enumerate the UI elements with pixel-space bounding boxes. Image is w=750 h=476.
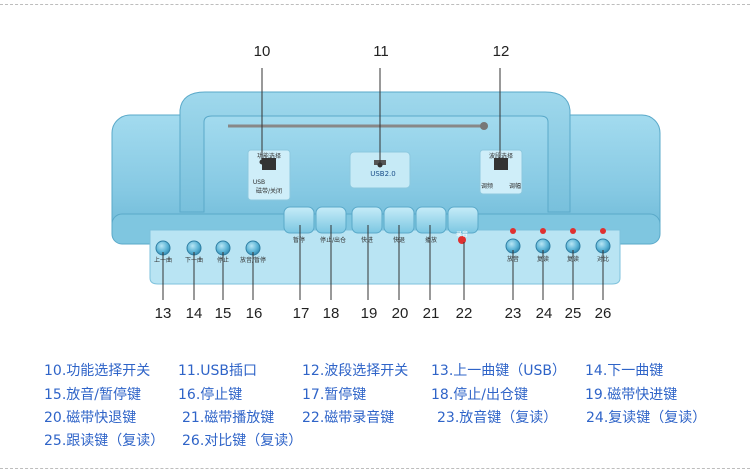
callout-number: 18 — [322, 305, 340, 322]
top-key-label: 暂停 — [293, 236, 305, 244]
legend-item: 10.功能选择开关 — [44, 363, 151, 379]
callout-number: 13 — [154, 305, 172, 322]
legend-item: 16.停止键 — [178, 387, 243, 403]
function-switch-knob — [262, 158, 276, 170]
callout-number: 20 — [391, 305, 409, 322]
top-divider — [0, 4, 750, 5]
callout-number: 10 — [253, 43, 271, 60]
key-fast-forward — [351, 206, 383, 234]
callout-number: 17 — [292, 305, 310, 322]
callout-number: 15 — [214, 305, 232, 322]
callout-number: 24 — [535, 305, 553, 322]
top-key-label: 录音 — [456, 230, 468, 238]
legend-item: 19.磁带快进键 — [585, 387, 678, 403]
band-switch-right: 调幅 — [509, 182, 521, 190]
cassette-player-drawing: 功能选择 USB 磁带/关闭 USB2.0 波段选择 调频 调幅 暂停 停止/出… — [111, 68, 661, 300]
legend-item: 25.跟读键（复读） — [44, 433, 165, 449]
callout-number: 21 — [422, 305, 440, 322]
callout-number: 25 — [564, 305, 582, 322]
function-switch-panel — [247, 149, 291, 201]
left-btn-label: 上一曲 — [154, 256, 172, 264]
top-key-label: 停止/出仓 — [320, 236, 346, 244]
legend-item: 21.磁带播放键 — [182, 410, 275, 426]
right-btn-label: 放音 — [507, 255, 519, 263]
callout-number: 11 — [373, 43, 389, 60]
left-btn-label: 停止 — [217, 256, 229, 264]
legend-item: 13.上一曲键（USB） — [431, 363, 567, 379]
right-btn-label: 复读 — [567, 255, 579, 263]
function-switch-title: 功能选择 — [257, 152, 281, 160]
carry-handle — [179, 91, 571, 213]
piano-keys — [283, 206, 479, 244]
callout-number: 16 — [245, 305, 263, 322]
legend-item: 23.放音键（复读） — [437, 410, 558, 426]
band-switch-panel — [479, 149, 523, 195]
top-key-label: 快进 — [361, 236, 373, 244]
usb-label: USB2.0 — [370, 170, 396, 178]
right-btn-label: 对比 — [597, 255, 609, 263]
legend-item: 11.USB插口 — [178, 363, 258, 379]
legend-item: 14.下一曲键 — [585, 363, 664, 379]
band-switch-left: 调频 — [481, 182, 493, 190]
callout-number: 14 — [185, 305, 203, 322]
legend-item: 26.对比键（复读） — [182, 433, 303, 449]
band-switch-title: 波段选择 — [489, 152, 513, 160]
front-panel — [149, 229, 621, 285]
key-record — [447, 206, 479, 234]
right-round-buttons — [505, 228, 611, 254]
function-switch-sub: 磁带/关闭 — [256, 187, 282, 195]
bottom-divider — [0, 468, 750, 469]
callout-number: 19 — [360, 305, 378, 322]
top-key-label: 快退 — [393, 236, 405, 244]
top-key-label: 播放 — [425, 236, 437, 244]
left-round-buttons — [155, 240, 261, 256]
legend-item: 22.磁带录音键 — [302, 410, 395, 426]
callout-number: 23 — [504, 305, 522, 322]
legend-item: 24.复读键（复读） — [586, 410, 707, 426]
left-btn-label: 下一曲 — [185, 256, 203, 264]
key-play — [415, 206, 447, 234]
legend-item: 15.放音/暂停键 — [44, 387, 141, 403]
callout-number: 26 — [594, 305, 612, 322]
legend-item: 18.停止/出仓键 — [431, 387, 528, 403]
left-btn-label: 放音/暂停 — [240, 256, 266, 264]
legend-item: 17.暂停键 — [302, 387, 367, 403]
function-switch-options: USB — [253, 179, 265, 186]
callout-number: 22 — [455, 305, 473, 322]
product-diagram: 功能选择 USB 磁带/关闭 USB2.0 波段选择 调频 调幅 暂停 停止/出… — [111, 43, 661, 322]
right-btn-label: 复读 — [537, 255, 549, 263]
legend-item: 20.磁带快退键 — [44, 410, 137, 426]
key-pause — [283, 206, 315, 234]
legend-item: 12.波段选择开关 — [302, 363, 409, 379]
callout-number: 12 — [492, 43, 510, 60]
